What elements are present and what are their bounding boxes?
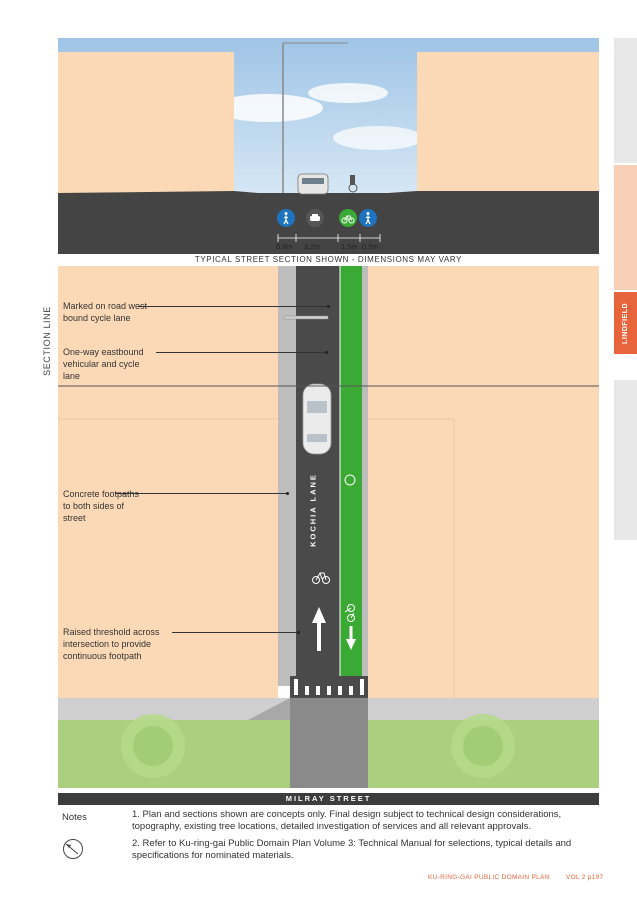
car-elevation [297, 173, 329, 195]
bicycle-icon [339, 209, 357, 227]
pedestrian-icon [359, 209, 377, 227]
footpath-right [358, 266, 368, 686]
plan-view [58, 266, 599, 788]
street-section-illustration [58, 38, 599, 254]
cycle-symbol [312, 572, 330, 584]
building-left [58, 52, 234, 202]
leader-dot [325, 351, 328, 354]
cycle-lane [340, 266, 362, 676]
cloud [213, 94, 323, 122]
callout-raised-threshold: Raised threshold across intersection to … [63, 627, 160, 661]
tree [121, 714, 185, 778]
side-tab-lindfield[interactable]: LINDFIELD [614, 292, 637, 354]
cycle-symbol [344, 604, 355, 622]
note-item: 2. Refer to Ku-ring-gai Public Domain Pl… [132, 838, 572, 861]
car-icon [306, 209, 324, 227]
leader-dot [327, 305, 330, 308]
side-tab-lower [614, 380, 637, 540]
road-surface [296, 266, 340, 676]
dimension-ticks [277, 234, 381, 242]
parked-car [302, 383, 332, 455]
section-caption: TYPICAL STREET SECTION SHOWN - DIMENSION… [194, 255, 463, 264]
north-arrow-icon [63, 839, 83, 859]
callout-footpaths: Concrete footpaths to both sides of stre… [63, 489, 140, 523]
dimension-label: 1.5m [341, 242, 358, 251]
verge-left [58, 698, 290, 720]
callout-cycle-lane: Marked on road west bound cycle lane [63, 301, 148, 323]
side-tab-mid [614, 165, 637, 290]
note-item: 1. Plan and sections shown are concepts … [132, 809, 562, 832]
paved-crossing [290, 698, 368, 788]
footer-document-title: KU-RING-GAI PUBLIC DOMAIN PLAN [428, 874, 550, 881]
cloud [333, 126, 423, 150]
ground [58, 191, 599, 254]
light-bracket [283, 315, 329, 320]
side-tab-upper [614, 38, 637, 163]
side-tab-label: LINDFIELD [622, 302, 629, 344]
leader-dot [286, 492, 289, 495]
leader-line [138, 306, 328, 307]
leader-line [115, 493, 287, 494]
leader-dot [297, 631, 300, 634]
cyclist-symbol [344, 474, 356, 486]
cyclist-elevation [348, 175, 358, 193]
leader-line [172, 632, 298, 633]
tree [451, 714, 515, 778]
lot-right [368, 266, 599, 698]
section-line [58, 385, 599, 387]
notes-list: 1. Plan and sections shown are concepts … [132, 809, 592, 867]
callout-one-way-lane: One-way eastbound vehicular and cycle la… [63, 347, 144, 381]
footpath-left [278, 266, 296, 686]
up-arrow [312, 607, 326, 651]
building-right [417, 52, 599, 202]
lane-name: KOCHIA LANE [308, 473, 318, 547]
footer-page-ref: VOL 2 p197 [566, 874, 604, 881]
dimension-label: 3.2m [304, 242, 321, 251]
dimension-label: 0.5m [362, 242, 379, 251]
notes-title: Notes [62, 812, 87, 823]
street-name: MILRAY STREET [58, 793, 599, 805]
verge-right [368, 698, 599, 720]
leader-line [156, 352, 326, 353]
pedestrian-icon [277, 209, 295, 227]
footpath-corner-left [248, 698, 290, 720]
dimension-label: 0.8m [276, 242, 293, 251]
lot-left [58, 266, 278, 698]
down-arrow [346, 626, 356, 650]
cloud [308, 83, 388, 103]
section-line-label: SECTION LINE [42, 306, 52, 376]
threshold-markings [294, 679, 364, 695]
